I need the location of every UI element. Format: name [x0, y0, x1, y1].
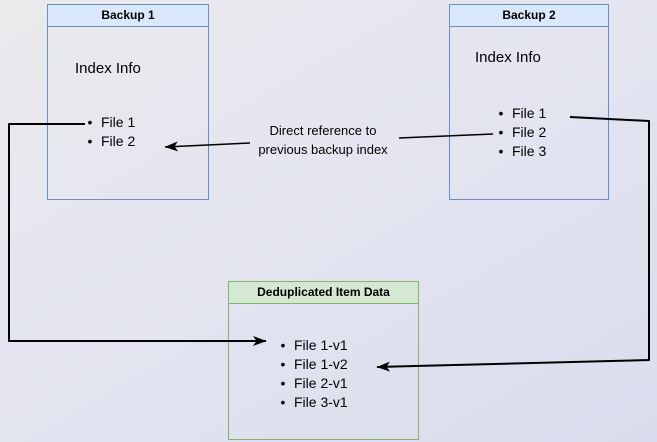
file-label: File 1-v2 [294, 356, 348, 372]
backup2-subtitle: Index Info [475, 49, 541, 66]
list-item: File 3 [497, 142, 546, 161]
list-item: File 2 [497, 123, 546, 142]
dedup-node[interactable]: Deduplicated Item Data File 1-v1 File 1-… [228, 281, 419, 440]
file-label: File 3-v1 [294, 394, 348, 410]
backup2-file-list: File 1 File 2 File 3 [497, 104, 546, 161]
dedup-title: Deduplicated Item Data [229, 282, 418, 304]
backup1-title: Backup 1 [48, 5, 208, 27]
file-label: File 2 [101, 133, 136, 149]
bullet-icon [497, 123, 505, 142]
bullet-icon [86, 132, 94, 151]
file-label: File 1 [512, 105, 547, 121]
list-item: File 1-v2 [279, 355, 348, 374]
dedup-file-list: File 1-v1 File 1-v2 File 2-v1 File 3-v1 [279, 336, 348, 412]
file-label: File 3 [512, 143, 547, 159]
list-item: File 1 [86, 113, 135, 132]
backup2-title: Backup 2 [450, 5, 608, 27]
file-label: File 1-v1 [294, 337, 348, 353]
backup2-node[interactable]: Backup 2 Index Info File 1 File 2 File 3 [449, 4, 609, 200]
bullet-icon [497, 142, 505, 161]
list-item: File 1 [497, 104, 546, 123]
list-item: File 2 [86, 132, 135, 151]
edge-label-line2: previous backup index [258, 142, 388, 157]
list-item: File 1-v1 [279, 336, 348, 355]
bullet-icon [279, 374, 287, 393]
bullet-icon [279, 336, 287, 355]
file-label: File 2-v1 [294, 375, 348, 391]
file-label: File 1 [101, 114, 136, 130]
bullet-icon [279, 355, 287, 374]
bullet-icon [279, 393, 287, 412]
edge-label-direct-reference: Direct reference to previous backup inde… [238, 121, 408, 159]
edge-label-line1: Direct reference to [269, 123, 377, 138]
list-item: File 3-v1 [279, 393, 348, 412]
bullet-icon [497, 104, 505, 123]
backup1-subtitle: Index Info [75, 60, 141, 77]
bullet-icon [86, 113, 94, 132]
list-item: File 2-v1 [279, 374, 348, 393]
backup1-node[interactable]: Backup 1 Index Info File 1 File 2 [47, 4, 209, 200]
backup1-file-list: File 1 File 2 [86, 113, 135, 151]
file-label: File 2 [512, 124, 547, 140]
